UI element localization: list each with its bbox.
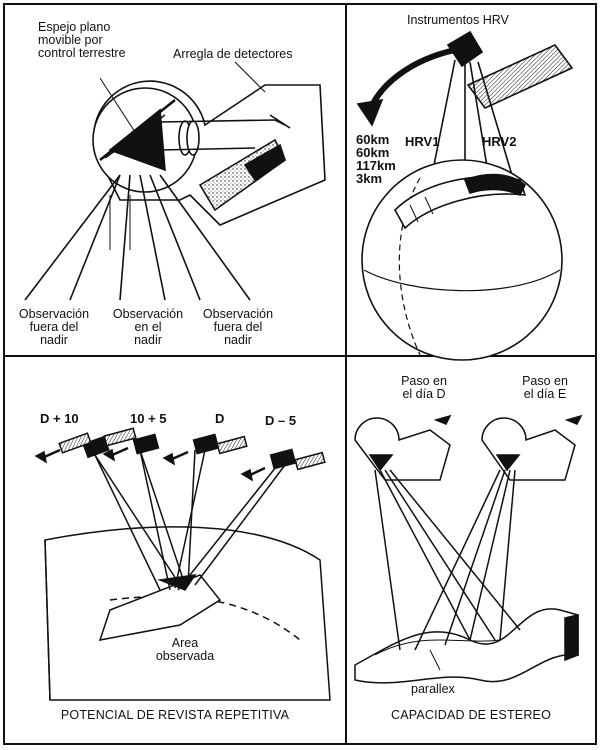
obs-center-line: en el <box>134 320 162 334</box>
panel-frame <box>3 3 597 745</box>
obs-center-line: Observación <box>112 307 184 321</box>
orbit-arrow <box>367 47 456 112</box>
pass-d-label: Paso en el día D <box>384 375 464 401</box>
obs-left-line: Observación <box>18 307 90 321</box>
instrument-day-d <box>354 414 452 481</box>
obs-right-label: Observación fuera del nadir <box>198 308 278 347</box>
obs-right-line: Observación <box>202 307 274 321</box>
distance-value: 117km <box>356 158 396 173</box>
obs-right-line: nadir <box>224 333 252 347</box>
caption-stereo: CAPACIDAD DE ESTEREO <box>390 708 552 722</box>
obs-center-label: Observación en el nadir <box>108 308 188 347</box>
distances-label: 60km 60km 117km 3km <box>356 133 396 185</box>
satellite-body <box>446 30 484 68</box>
satellite-icon <box>162 433 248 466</box>
pass-e-line: Paso en <box>522 374 568 388</box>
day-label: D <box>215 411 225 426</box>
hrv2-label: HRV2 <box>482 134 517 149</box>
pass-d-line: el día D <box>402 387 446 401</box>
instruments-label: Instrumentos HRV <box>407 13 509 27</box>
obs-center-line: nadir <box>134 333 162 347</box>
distance-value: 3km <box>356 171 383 186</box>
distance-value: 60km <box>356 132 390 147</box>
obs-left-line: fuera del <box>29 320 79 334</box>
obs-left-label: Observación fuera del nadir <box>14 308 94 347</box>
mirror-label-line: control terrestre <box>38 46 126 60</box>
instrument-day-e <box>481 414 583 481</box>
hrv-instrument-diagram <box>24 61 326 301</box>
revisit-diagram <box>34 427 331 701</box>
mirror-label-line: Espejo plano <box>38 20 111 34</box>
obs-right-line: fuera del <box>213 320 263 334</box>
area-label-line: observada <box>155 649 215 663</box>
mirror-label: Espejo plano movible por control terrest… <box>38 21 126 60</box>
day-label: 10 + 5 <box>130 411 167 426</box>
distance-value: 60km <box>356 145 390 160</box>
satellite-icon <box>34 432 110 464</box>
solar-panel <box>466 44 574 109</box>
caption-revisit: POTENCIAL DE REVISTA REPETITIVA <box>60 708 290 722</box>
day-label: D + 10 <box>40 411 79 426</box>
hrv1-label: HRV1 <box>405 134 440 149</box>
detectors-label: Arregla de detectores <box>173 47 293 61</box>
pass-d-line: Paso en <box>401 374 447 388</box>
satellite-icon <box>240 448 326 482</box>
pass-e-line: el día E <box>523 387 567 401</box>
area-label: Area observada <box>145 637 225 663</box>
area-label-line: Area <box>171 636 199 650</box>
obs-left-line: nadir <box>40 333 68 347</box>
earth-satellite-diagram <box>356 30 574 361</box>
day-label: D – 5 <box>265 413 297 428</box>
terrain-block <box>354 608 579 684</box>
satellite-icon <box>102 427 160 462</box>
parallax-label: parallex <box>411 682 455 696</box>
pass-e-label: Paso en el día E <box>505 375 585 401</box>
mirror-label-line: movible por <box>38 33 103 47</box>
stereo-diagram <box>354 414 583 684</box>
